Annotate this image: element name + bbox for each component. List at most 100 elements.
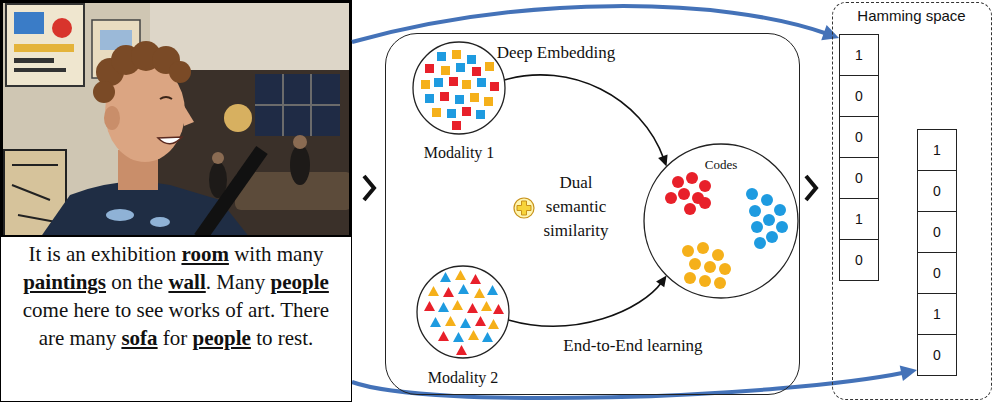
modality-2-triangles-part: [487, 285, 498, 295]
code-dots-part: [665, 192, 677, 204]
modality-2-triangles-part: [455, 270, 466, 280]
photo-part: [2, 2, 351, 237]
code-dots-part: [749, 205, 761, 217]
photo-part: [14, 58, 54, 63]
modality-1-squares-part: [456, 63, 465, 72]
photo-part: [150, 0, 352, 70]
photo-part: [0, 0, 352, 238]
bit-value: 1: [840, 199, 878, 238]
modality-2-triangles-part: [430, 317, 441, 327]
modality-2-triangles-part: [438, 331, 449, 341]
bit-cell: 0: [839, 75, 879, 117]
bit-value: 1: [840, 35, 878, 74]
photo-part: [6, 4, 84, 86]
photo-part: [224, 104, 252, 132]
modality-1-squares-part: [455, 95, 464, 104]
modality-1-squares-part: [447, 109, 456, 118]
bit-cell: 0: [839, 239, 879, 281]
codes-circle: Codes: [643, 143, 799, 299]
photo-part: [293, 135, 307, 149]
modality-1-squares: [421, 50, 499, 130]
connector-line: [508, 282, 662, 326]
modality-1-squares-part: [452, 50, 461, 59]
modality-2-triangles-part: [467, 303, 478, 313]
code-dots-part: [678, 188, 690, 200]
bit-value: 0: [918, 335, 956, 374]
photo-part: [106, 209, 134, 221]
bit-value: 0: [918, 212, 956, 251]
modality-2-triangles-part: [474, 288, 485, 298]
input-panel: It is an exhibition room with many paint…: [0, 0, 352, 402]
modality-1-squares-part: [477, 78, 486, 87]
code-dots-part: [699, 180, 711, 192]
chevrons-part: [806, 176, 816, 200]
modality-2-triangles-part: [452, 300, 463, 310]
arrowhead: [821, 25, 839, 40]
photo-part: [12, 165, 58, 222]
photo-part: [290, 145, 310, 185]
code-dots-part: [699, 197, 711, 209]
code-dots-part: [719, 263, 731, 275]
bit-value: 0: [840, 158, 878, 197]
keyword: people: [193, 326, 251, 350]
photo-part: [212, 152, 224, 164]
bit-cell: 0: [917, 170, 957, 212]
modality-2-triangles-part: [440, 272, 451, 282]
photo-part: [158, 137, 182, 144]
codes-label: Codes: [681, 157, 761, 173]
code-dots-part: [761, 194, 773, 206]
photo-part: [169, 61, 191, 83]
modality-2-triangles-part: [470, 274, 481, 284]
modality-2-triangles-part: [488, 319, 499, 329]
code-dots-part: [746, 188, 758, 200]
connector-line: [504, 75, 664, 159]
circle-outline: [413, 42, 505, 134]
circle-outline: [412, 41, 506, 135]
code-dots-part: [684, 203, 696, 215]
code-dots-part: [682, 245, 694, 257]
circle-outline: [644, 144, 798, 298]
annotation: Deep Embedding: [456, 42, 656, 63]
photo-part: [52, 18, 72, 38]
code-dots-part: [699, 275, 711, 287]
code-dots-part: [714, 277, 726, 289]
code-dots-part: [712, 249, 724, 261]
photo-part: [183, 104, 194, 126]
circle-outline: [417, 266, 509, 358]
modality-1-squares-part: [437, 52, 446, 61]
code-dots-part: [763, 214, 775, 226]
plus-icon-part: [514, 198, 534, 218]
plus-icon: [514, 198, 534, 218]
code-dots-part: [704, 261, 716, 273]
bit-cell: 1: [839, 198, 879, 240]
embedding-panel: Deep EmbeddingDual semantic similarityEn…: [385, 33, 800, 395]
code-dots: [665, 172, 788, 289]
code-dots-part: [776, 221, 788, 233]
bit-value: 0: [918, 171, 956, 210]
chevrons-part: [364, 176, 374, 200]
circle-outline: [416, 265, 510, 359]
plus-icon-part: [517, 201, 531, 215]
modality-label: Modality 2: [386, 368, 540, 387]
photo-part: [14, 68, 66, 72]
modality-1-squares-part: [449, 77, 458, 86]
arrowhead: [900, 365, 917, 381]
modality-2-triangles-part: [493, 304, 504, 314]
modality-2-triangles-part: [445, 316, 456, 326]
code-dots-part: [672, 176, 684, 188]
bit-cell: 0: [917, 334, 957, 376]
connector-line: [352, 6, 828, 42]
modality-1-squares-part: [484, 97, 493, 106]
modality-2-triangles-part: [424, 301, 435, 311]
code-dots-part: [689, 258, 701, 270]
photo-part: [14, 44, 74, 52]
modality-2-triangles-part: [468, 330, 479, 340]
photo-part: [93, 81, 115, 103]
keyword: wall: [168, 270, 205, 294]
photo-part: [14, 12, 44, 34]
bit-value: 0: [840, 76, 878, 115]
photo-part: [160, 97, 172, 99]
modality-2-triangles-part: [456, 345, 467, 355]
modality-1-squares-part: [472, 67, 481, 76]
